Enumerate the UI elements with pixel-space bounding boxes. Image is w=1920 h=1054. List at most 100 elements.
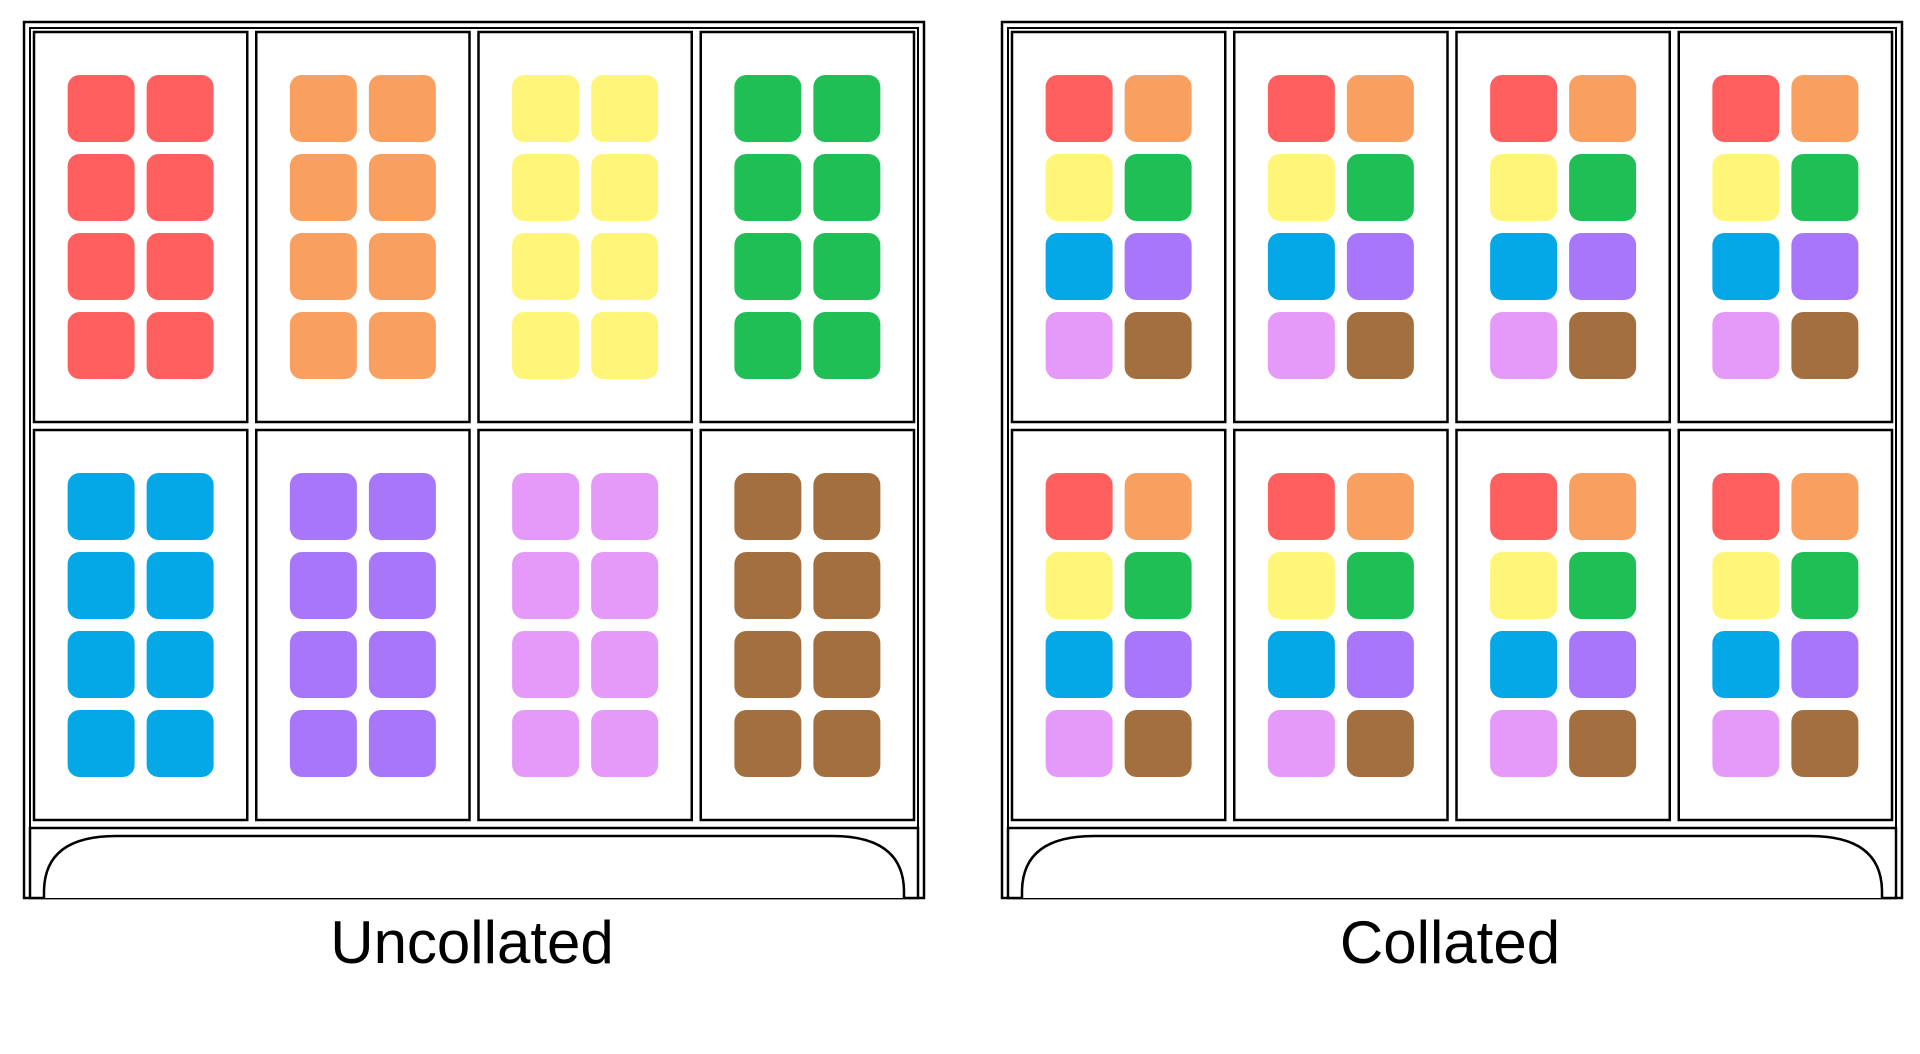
- sorter-bin: [699, 30, 916, 424]
- sheet-yellow: [1045, 552, 1113, 619]
- sheet-orange: [289, 312, 357, 379]
- sheet-green: [1569, 552, 1637, 619]
- sheet-green: [1124, 552, 1192, 619]
- sheet-yellow: [1490, 154, 1558, 221]
- sheet-red: [146, 154, 214, 221]
- sheet-yellow: [591, 154, 659, 221]
- sheet-pink: [1267, 710, 1335, 777]
- sheet-orange: [1124, 75, 1192, 142]
- sheet-brown: [813, 710, 881, 777]
- bin-outline: [1455, 428, 1671, 822]
- sheet-green: [734, 233, 802, 300]
- sheet-red: [1490, 473, 1558, 540]
- sheet-red: [1490, 75, 1558, 142]
- sheet-purple: [289, 710, 357, 777]
- sorter-bin: [1010, 30, 1227, 424]
- sheet-pink: [512, 631, 580, 698]
- sheet-green: [734, 312, 802, 379]
- bin-outline: [1233, 30, 1449, 424]
- sheet-green: [734, 154, 802, 221]
- sheet-pink: [1045, 710, 1113, 777]
- sheet-purple: [1569, 631, 1637, 698]
- sheet-brown: [813, 473, 881, 540]
- sheet-orange: [1791, 473, 1859, 540]
- sheet-red: [1045, 473, 1113, 540]
- sheet-pink: [1712, 710, 1780, 777]
- sheet-purple: [289, 631, 357, 698]
- sheet-green: [813, 75, 881, 142]
- sheet-orange: [368, 75, 436, 142]
- sorter-bin: [32, 30, 249, 424]
- sheet-yellow: [591, 312, 659, 379]
- sheet-orange: [289, 154, 357, 221]
- sheet-blue: [1490, 233, 1558, 300]
- sheet-green: [734, 75, 802, 142]
- sheet-red: [67, 233, 135, 300]
- sheet-orange: [368, 154, 436, 221]
- sheet-red: [1267, 473, 1335, 540]
- sheet-yellow: [512, 312, 580, 379]
- sheet-purple: [368, 473, 436, 540]
- sheet-pink: [591, 552, 659, 619]
- sorter-bin: [32, 428, 249, 822]
- bin-outline: [1677, 30, 1894, 424]
- sheet-purple: [368, 710, 436, 777]
- bin-outline: [1010, 30, 1227, 424]
- sheet-green: [1791, 552, 1859, 619]
- sorter-bin: [1010, 428, 1227, 822]
- sheet-blue: [67, 710, 135, 777]
- sheet-yellow: [1267, 552, 1335, 619]
- sheet-purple: [368, 631, 436, 698]
- sheet-pink: [1045, 312, 1113, 379]
- sheet-yellow: [512, 154, 580, 221]
- bin-outline: [699, 428, 916, 822]
- sheet-blue: [146, 631, 214, 698]
- sheet-red: [67, 312, 135, 379]
- sheet-purple: [289, 473, 357, 540]
- sheet-green: [1124, 154, 1192, 221]
- sorter-bin: [699, 428, 916, 822]
- sheet-brown: [734, 710, 802, 777]
- sheet-red: [1045, 75, 1113, 142]
- sheet-red: [1267, 75, 1335, 142]
- sheet-blue: [146, 710, 214, 777]
- bin-outline: [32, 30, 249, 424]
- sheet-yellow: [1712, 154, 1780, 221]
- sheet-pink: [591, 710, 659, 777]
- sheet-orange: [1346, 75, 1414, 142]
- sheet-yellow: [1712, 552, 1780, 619]
- bin-outline: [1455, 30, 1671, 424]
- sheet-purple: [289, 552, 357, 619]
- sorter-bin: [1677, 30, 1894, 424]
- sheet-green: [1346, 552, 1414, 619]
- sheet-blue: [146, 552, 214, 619]
- sheet-blue: [67, 552, 135, 619]
- sorter-bin: [255, 428, 471, 822]
- sheet-yellow: [591, 75, 659, 142]
- sheet-red: [146, 312, 214, 379]
- sheet-pink: [1490, 312, 1558, 379]
- sheet-blue: [1267, 233, 1335, 300]
- sheet-blue: [1045, 233, 1113, 300]
- sheet-blue: [1267, 631, 1335, 698]
- sorter-bin: [477, 428, 693, 822]
- sheet-red: [67, 75, 135, 142]
- sheet-blue: [146, 473, 214, 540]
- sheet-orange: [289, 233, 357, 300]
- sheet-yellow: [512, 233, 580, 300]
- sheet-blue: [1045, 631, 1113, 698]
- sheet-yellow: [512, 75, 580, 142]
- sheet-orange: [1791, 75, 1859, 142]
- sheet-purple: [1569, 233, 1637, 300]
- sheet-purple: [1124, 233, 1192, 300]
- sheet-green: [813, 233, 881, 300]
- sorter-bin: [255, 30, 471, 424]
- bin-outline: [32, 428, 249, 822]
- sheet-orange: [1569, 473, 1637, 540]
- sheet-green: [813, 312, 881, 379]
- sheet-pink: [1490, 710, 1558, 777]
- collated-sorter: [1000, 20, 1904, 900]
- sorter-bin: [1233, 428, 1449, 822]
- sorter-bin: [1455, 30, 1671, 424]
